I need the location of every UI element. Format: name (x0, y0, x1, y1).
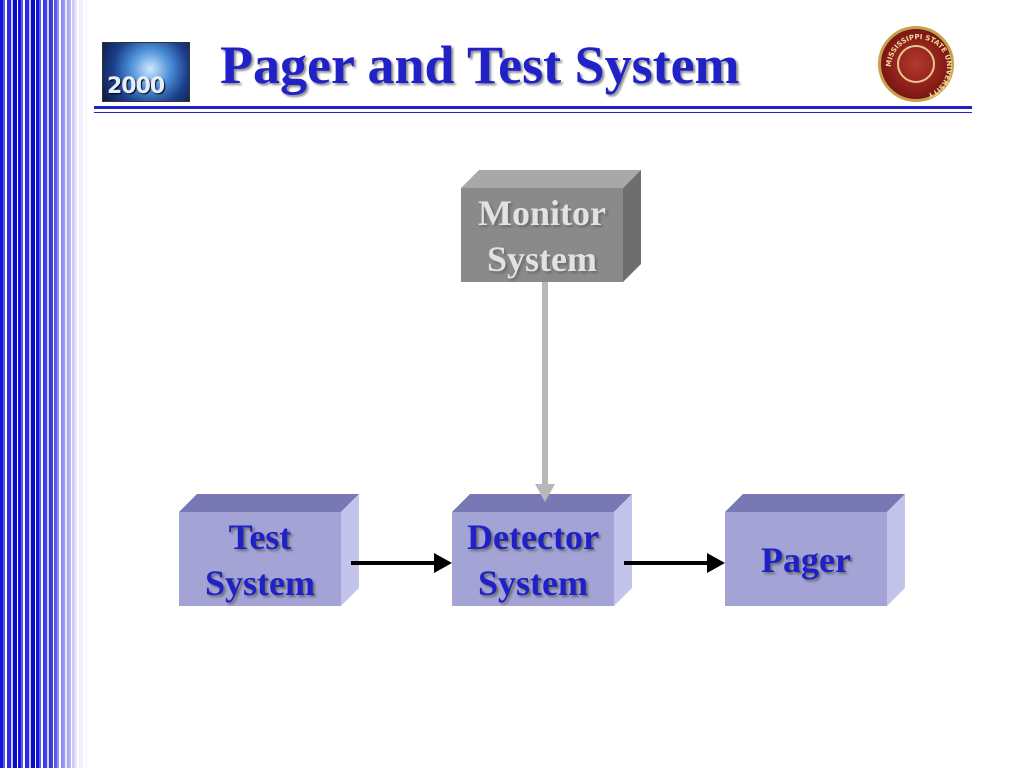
test-box-top (179, 494, 359, 512)
monitor-label-line2: System (487, 239, 597, 279)
monitor-box-front (461, 188, 623, 282)
monitor-label-line1: Monitor (478, 193, 606, 233)
logo-year-text: 2000 (107, 74, 165, 99)
detector-box-top (452, 494, 632, 512)
monitor-box-top (461, 170, 641, 188)
detector-label-line2: System (478, 563, 588, 603)
arrow-test-to-detector (351, 553, 452, 573)
detector-box-side (614, 494, 632, 606)
pager-label: Pager (725, 537, 887, 583)
detector-system-box (452, 494, 632, 606)
pager-box-front (725, 512, 887, 606)
test-box-side (341, 494, 359, 606)
monitor-box-side (623, 170, 641, 282)
pager-label-line1: Pager (761, 540, 851, 580)
university-seal-logo: MISSISSIPPI STATE UNIVERSITY (878, 26, 954, 102)
pager-box-top (725, 494, 905, 512)
detector-label-line1: Detector (467, 517, 599, 557)
pager-box (725, 494, 905, 606)
test-box-front (179, 512, 341, 606)
header-rule-thick (94, 106, 972, 109)
arrow-detector-to-pager (624, 553, 725, 573)
left-stripe-fade (40, 0, 92, 768)
slide-title: Pager and Test System (220, 35, 740, 95)
pager-box-side (887, 494, 905, 606)
test-label-line2: System (205, 563, 315, 603)
detector-system-label: Detector System (452, 514, 614, 606)
globe-2000-logo: 2000 (102, 42, 190, 102)
test-system-box (179, 494, 359, 606)
seal-lettering: MISSISSIPPI STATE UNIVERSITY (885, 33, 953, 100)
header-rule-thin (94, 112, 972, 113)
seal-inner-ring (897, 45, 935, 83)
monitor-system-label: Monitor System (461, 190, 623, 282)
detector-box-front (452, 512, 614, 606)
monitor-system-box (461, 170, 641, 282)
arrow-monitor-to-detector (535, 282, 555, 502)
test-system-label: Test System (179, 514, 341, 606)
test-label-line1: Test (228, 517, 292, 557)
